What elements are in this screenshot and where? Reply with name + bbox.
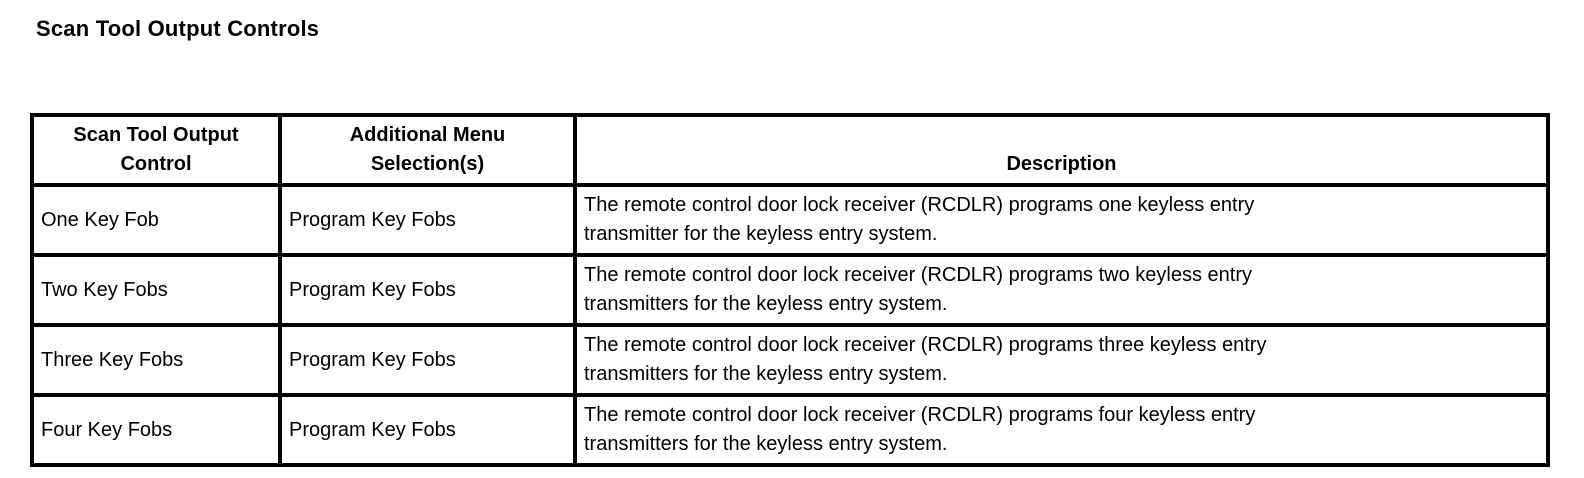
cell-description: The remote control door lock receiver (R… xyxy=(573,323,1550,397)
page-title: Scan Tool Output Controls xyxy=(36,16,320,41)
table-row: Three Key Fobs Program Key Fobs The remo… xyxy=(30,323,1550,397)
cell-menu-selection: Program Key Fobs xyxy=(278,183,577,257)
cell-control: One Key Fob xyxy=(30,183,282,257)
cell-menu-selection: Program Key Fobs xyxy=(278,393,577,467)
col-header-scan-tool-output-control: Scan Tool Output Control xyxy=(30,113,282,187)
table-row: Two Key Fobs Program Key Fobs The remote… xyxy=(30,253,1550,327)
cell-menu-selection: Program Key Fobs xyxy=(278,323,577,397)
cell-description: The remote control door lock receiver (R… xyxy=(573,253,1550,327)
col-header-additional-menu-selections: Additional Menu Selection(s) xyxy=(278,113,577,187)
cell-control: Four Key Fobs xyxy=(30,393,282,467)
cell-description: The remote control door lock receiver (R… xyxy=(573,393,1550,467)
cell-description: The remote control door lock receiver (R… xyxy=(573,183,1550,257)
cell-control: Three Key Fobs xyxy=(30,323,282,397)
table-row: One Key Fob Program Key Fobs The remote … xyxy=(30,183,1550,257)
cell-menu-selection: Program Key Fobs xyxy=(278,253,577,327)
table-row: Four Key Fobs Program Key Fobs The remot… xyxy=(30,393,1550,467)
table-header-row: Scan Tool Output Control Additional Menu… xyxy=(30,113,1550,187)
scan-tool-output-controls-table: Scan Tool Output Control Additional Menu… xyxy=(30,113,1550,467)
col-header-description: Description xyxy=(573,113,1550,187)
cell-control: Two Key Fobs xyxy=(30,253,282,327)
